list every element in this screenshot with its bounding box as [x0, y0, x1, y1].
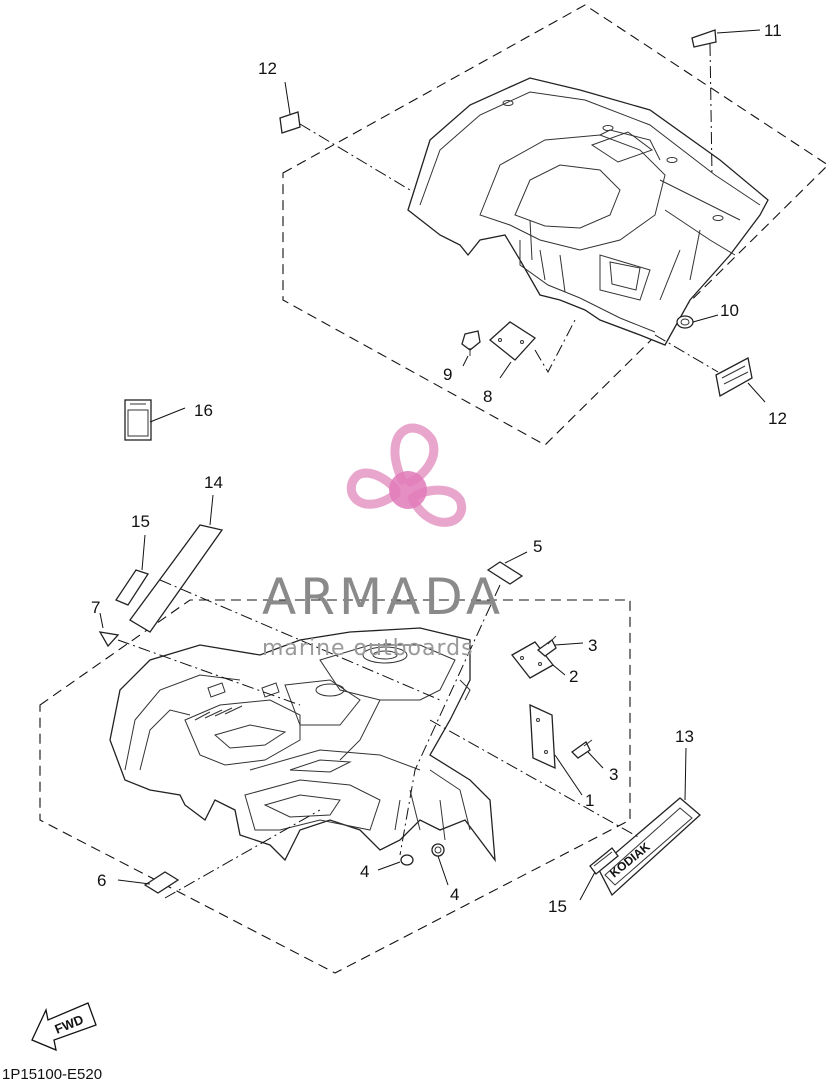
- callouts: 11 12 10 9 8 12 16 14 15 5 7 3 2 13 3 1 …: [91, 21, 787, 916]
- callout-12-upper: 12: [258, 59, 277, 78]
- callout-13: 13: [675, 727, 694, 746]
- front-fender-group-boundary: [39, 599, 631, 974]
- front-fender: [109, 627, 496, 863]
- bolt-3-lower: [570, 739, 593, 759]
- front-fender-group: KODIAK: [39, 399, 701, 974]
- watermark: ARMADA marine outboards: [262, 423, 504, 661]
- decal-16: [124, 399, 152, 441]
- callout-2: 2: [569, 667, 578, 686]
- decal-12-lower: [715, 357, 753, 398]
- callout-8: 8: [483, 387, 492, 406]
- decal-13: KODIAK: [597, 797, 701, 897]
- callout-1: 1: [585, 791, 594, 810]
- decal-15-upper: [115, 569, 150, 606]
- watermark-brand: ARMADA: [262, 568, 504, 626]
- fwd-arrow: FWD: [31, 1002, 97, 1052]
- nut-4-left: [400, 854, 414, 866]
- callout-7: 7: [91, 598, 100, 617]
- callout-3-upper: 3: [588, 636, 597, 655]
- bracket-1: [529, 703, 556, 770]
- nut-4-right: [431, 843, 445, 857]
- label-5: [486, 561, 524, 585]
- watermark-tagline: marine outboards: [262, 636, 474, 661]
- callout-14: 14: [204, 473, 223, 492]
- plate-8: [488, 321, 536, 361]
- callout-12-lower: 12: [768, 409, 787, 428]
- watermark-propeller-logo: [346, 423, 467, 527]
- rear-fender-group: [279, 4, 826, 446]
- rear-fender: [407, 77, 769, 346]
- decal-15-lower: [589, 847, 619, 875]
- label-6: [143, 871, 180, 894]
- bolt-3-upper: [536, 635, 557, 657]
- decal-14: [129, 524, 224, 633]
- callout-4-right: 4: [450, 885, 459, 904]
- callout-5: 5: [533, 537, 542, 556]
- plug-10-hole: [680, 318, 690, 326]
- label-12-upper: [279, 111, 301, 134]
- callout-15-lower: 15: [548, 897, 567, 916]
- callout-3-lower: 3: [609, 765, 618, 784]
- callout-11: 11: [764, 21, 782, 40]
- label-11: [691, 29, 717, 48]
- callout-15-upper: 15: [131, 512, 150, 531]
- plug-10: [676, 315, 694, 329]
- callout-10: 10: [720, 301, 739, 320]
- rivet-9: [461, 330, 481, 356]
- reflector-7: [98, 631, 120, 648]
- callout-6: 6: [97, 871, 106, 890]
- figure-code: 1P15100-E520: [2, 1066, 102, 1081]
- callout-16: 16: [194, 401, 213, 420]
- callout-9: 9: [443, 365, 452, 384]
- callout-4-left: 4: [360, 862, 369, 881]
